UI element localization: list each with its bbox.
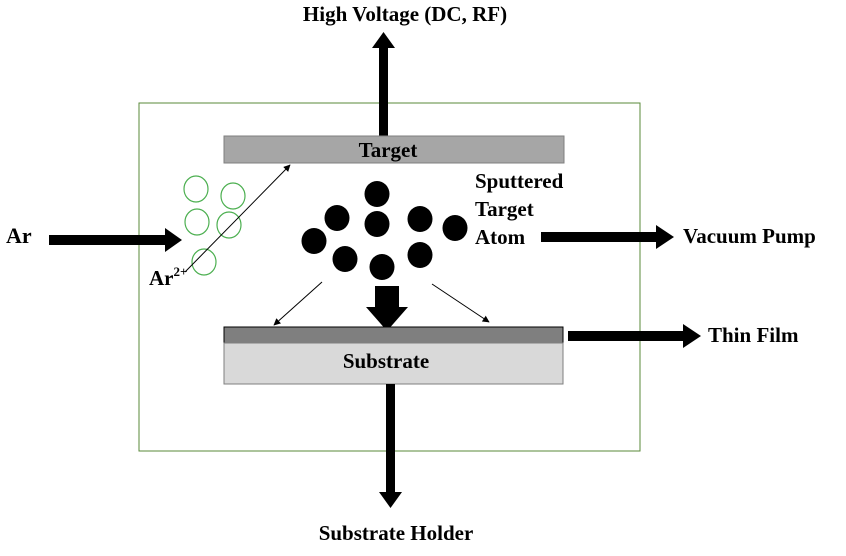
thin-film-arrow-head	[683, 324, 701, 348]
argon-atom	[191, 248, 217, 276]
ion-label: Ar2+	[149, 264, 187, 290]
ion-label-charge: 2+	[174, 264, 188, 279]
sputtered-atom	[324, 205, 350, 231]
argon-atom	[184, 208, 210, 236]
deposition-arrow-shaft	[375, 286, 399, 309]
sputtered-atom	[364, 211, 390, 237]
power-arrow-shaft	[379, 46, 388, 138]
thin-film-layer	[223, 326, 564, 344]
vacuum-pump-arrow-head	[656, 225, 674, 249]
vacuum-pump-arrow-shaft	[541, 232, 658, 242]
argon-atom	[183, 175, 209, 203]
substrate-holder-label: Substrate Holder	[319, 521, 474, 545]
sputtered-atom	[407, 206, 433, 232]
thin-film-label: Thin Film	[708, 323, 799, 347]
argon-atom	[220, 182, 246, 210]
deposition-arrow-left	[273, 281, 323, 326]
sputtered-atom	[364, 181, 390, 207]
sputtered-atom	[332, 246, 358, 272]
argon-gas-atoms	[183, 175, 246, 276]
power-supply-label: High Voltage (DC, RF)	[303, 2, 507, 26]
sputtered-atom-label-line2: Target	[475, 197, 534, 221]
deposition-arrow-right	[431, 283, 490, 323]
holder-arrow-head	[379, 492, 402, 508]
sputtered-atom	[442, 215, 468, 241]
power-arrow-head	[372, 32, 395, 48]
target-label: Target	[359, 138, 418, 162]
holder-arrow-shaft	[386, 384, 395, 494]
vacuum-pump-label: Vacuum Pump	[683, 224, 816, 248]
substrate-label: Substrate	[343, 349, 429, 373]
ion-trajectory-arrow	[184, 164, 291, 273]
ion-label-base: Ar	[149, 266, 174, 290]
gas-inlet-label: Ar	[6, 223, 32, 248]
target-plate	[223, 135, 565, 164]
thin-film-arrow-shaft	[568, 331, 685, 341]
substrate-block	[223, 342, 564, 385]
deposition-arrow-head	[366, 307, 408, 331]
gas-inlet-arrow-shaft	[49, 235, 167, 245]
argon-atom	[216, 211, 242, 239]
sputtered-atom	[407, 242, 433, 268]
gas-inlet-arrow-head	[165, 228, 182, 252]
sputtered-atom	[369, 254, 395, 280]
sputtered-atom	[301, 228, 327, 254]
sputtered-atoms	[301, 181, 468, 280]
sputtered-atom-label-line1: Sputtered	[475, 169, 564, 193]
sputtered-atom-label-line3: Atom	[475, 225, 526, 249]
